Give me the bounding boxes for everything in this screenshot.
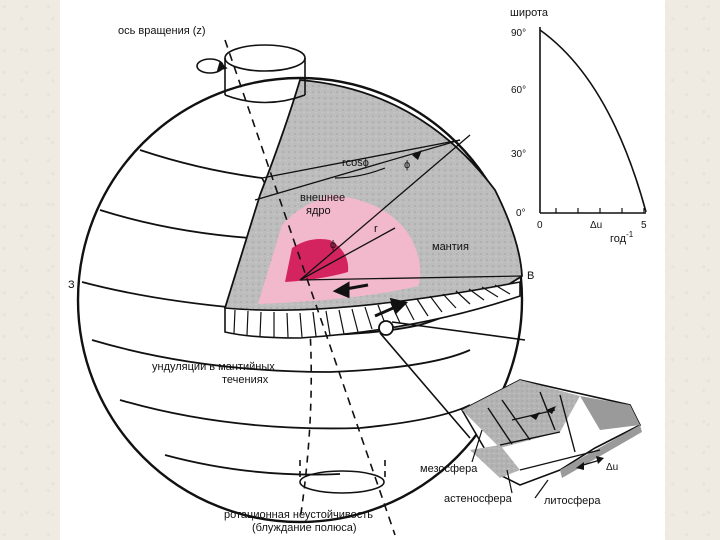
latitude-lines [81, 149, 471, 476]
rotation-axis-label: ось вращения (z) [118, 25, 206, 37]
phi-label-core: ϕ [330, 239, 336, 251]
west-label: З [68, 279, 75, 291]
section-lines [254, 134, 523, 281]
east-label: В [527, 270, 534, 282]
zoom-callout [378, 320, 642, 486]
arc-mark [334, 167, 386, 179]
mesosphere-label: мезосфера [420, 463, 478, 475]
undulations-label-2: течениях [222, 374, 269, 386]
graph-xlabel-text: год [610, 233, 627, 245]
bottom-rotation-symbol [299, 460, 386, 494]
graph-xlabel: год-1 [610, 230, 634, 245]
top-rotation-symbol [196, 44, 306, 104]
rcos-label: rcosϕ [342, 157, 369, 169]
asthenosphere-band [224, 281, 521, 339]
outer-core-label-1: внешнее [300, 192, 345, 204]
outer-core-label-2: ядро [306, 205, 331, 217]
rotation-axis-line [224, 39, 396, 536]
earth-diagram: ось вращения (z) rcosϕ ϕ ϕ r внешнее ядр… [68, 7, 647, 536]
asthenosphere-label: астеносфера [444, 493, 513, 505]
graph-ytick-30: 30° [511, 149, 526, 160]
phi-arrow [412, 150, 422, 160]
lithosphere-label: литосфера [544, 495, 601, 507]
label-pointers [471, 429, 549, 499]
graph-ytick-90: 90° [511, 28, 526, 39]
graph-ytick-60: 60° [511, 85, 526, 96]
graph-x-mid-label: Δu [590, 220, 602, 231]
inner-core [285, 239, 349, 282]
mantle-label: мантия [432, 241, 469, 253]
inset-delta-u-label: Δu [606, 462, 618, 473]
phi-label-top: ϕ [404, 159, 410, 171]
flow-arrows [332, 281, 408, 318]
latitude-graph [539, 27, 647, 214]
instability-label-1: ротационная неустойчивость [224, 509, 373, 521]
graph-ytick-0: 0° [516, 208, 526, 219]
graph-curve [539, 29, 647, 213]
graph-xtick-0: 0 [537, 220, 543, 231]
graph-xtick-5: 5 [641, 220, 647, 231]
graph-xlabel-exp: -1 [626, 230, 634, 239]
r-label: r [374, 223, 378, 235]
undulations-label-1: ундуляции в мантийных [152, 361, 275, 373]
slide-canvas: ось вращения (z) rcosϕ ϕ ϕ r внешнее ядр… [60, 0, 665, 540]
instability-label-2: (блуждание полюса) [252, 522, 357, 534]
graph-ylabel: широта [510, 7, 549, 19]
